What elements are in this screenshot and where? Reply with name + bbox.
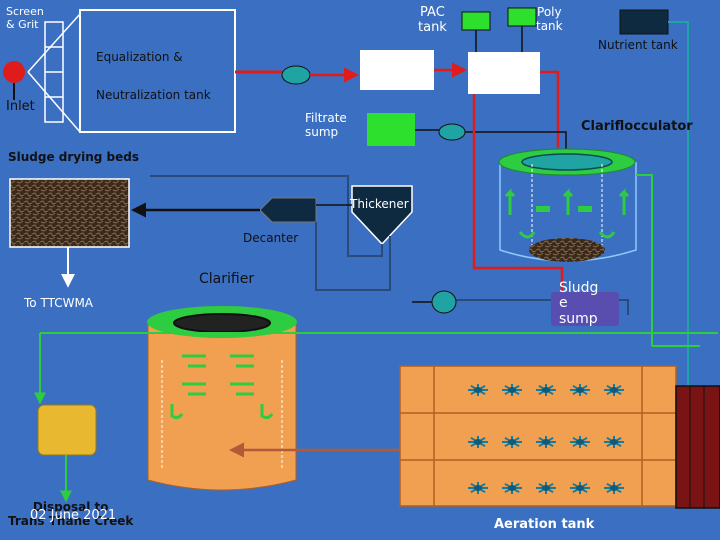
poly-tank-label: Poly tank — [536, 5, 563, 33]
aerator-hub — [474, 387, 482, 393]
inlet-valve — [3, 61, 25, 83]
sludge-sump-label: Sludg e sump — [559, 280, 599, 327]
decanter-label: Decanter — [243, 231, 299, 245]
disposal-label: Disposal to Trans Thane Creek — [8, 500, 134, 529]
return-pump — [431, 290, 457, 314]
sludge-sump — [551, 292, 619, 326]
disposal-tank — [37, 404, 97, 456]
aerator-hub — [542, 439, 550, 445]
screen-grit-channel — [27, 13, 81, 133]
nutrient-tank — [619, 9, 669, 35]
screen-grit-label: Screen & Grit — [6, 5, 44, 31]
aerator-hub — [576, 485, 584, 491]
aeration-tank — [399, 365, 677, 507]
aerator-hub — [474, 439, 482, 445]
aerator-hub — [610, 485, 618, 491]
filtrate-pump — [438, 123, 466, 141]
filtrate-sump — [367, 113, 415, 146]
aerator-hub — [542, 485, 550, 491]
aerator-hub — [576, 439, 584, 445]
clarifier-tank — [147, 306, 297, 491]
pac-tank-label: PAC tank — [418, 5, 447, 35]
poly-tank — [507, 7, 537, 27]
aerator-hub — [508, 485, 516, 491]
aerator-hub — [508, 439, 516, 445]
to-ttcwma-label: To TTCWMA — [24, 296, 93, 310]
date-label: 02 June 2021 — [30, 508, 117, 523]
sludge-drying-beds — [9, 178, 130, 248]
aeration-tank-label: Aeration tank — [494, 517, 595, 532]
thickener-label: Thickener — [350, 197, 409, 211]
aerator-hub — [542, 387, 550, 393]
equalization-label-line1: Equalization & — [96, 50, 183, 64]
aerator-hub — [610, 439, 618, 445]
inlet-label: Inlet — [6, 99, 35, 114]
aerator-hub — [474, 485, 482, 491]
thickener — [351, 185, 413, 246]
aerator-hub — [610, 387, 618, 393]
flocculator — [468, 52, 540, 94]
nutrient-dosing-column — [675, 385, 720, 509]
clariflocculator-flow-arrows — [504, 188, 630, 239]
sludge-drying-beds-label: Sludge drying beds — [8, 150, 140, 164]
aerators — [468, 384, 624, 494]
aerator-hub — [508, 387, 516, 393]
decanter — [259, 197, 317, 223]
clariflocculator-label: Clariflocculator — [581, 119, 693, 134]
equalization-label-line2: Neutralization tank — [96, 88, 211, 102]
nutrient-tank-label: Nutrient tank — [598, 38, 678, 52]
flash-mixer — [360, 50, 434, 90]
clarifier-flow-arrows — [170, 354, 274, 420]
pac-tank — [461, 11, 491, 31]
clarifier-label: Clarifier — [199, 271, 255, 287]
equalization-tank — [79, 9, 236, 133]
aerator-hub — [576, 387, 584, 393]
feed-pump — [281, 65, 311, 85]
filtrate-sump-label: Filtrate sump — [305, 111, 347, 139]
clariflocculator-unit — [498, 148, 637, 262]
